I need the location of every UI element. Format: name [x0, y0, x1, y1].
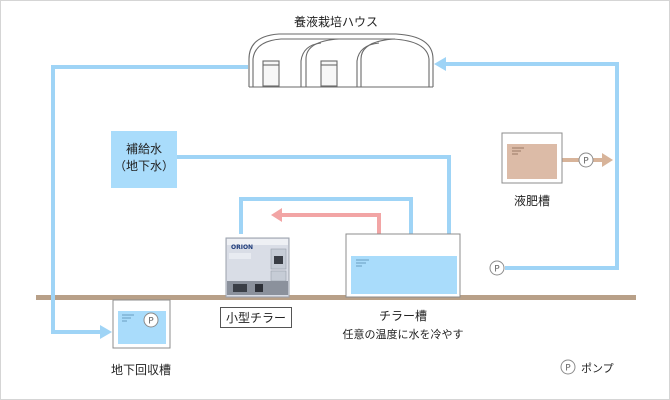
recovery-tank: [112, 299, 171, 349]
pump-icon-recovery-letter: P: [148, 317, 154, 327]
pump-icon-chiller-tank: P: [489, 260, 505, 276]
greenhouse-icon: [248, 33, 434, 88]
legend-pump-icon: P: [560, 359, 576, 375]
supply-water-line2: （地下水）: [113, 159, 174, 173]
supply-water-line1: 補給水: [125, 142, 162, 156]
ground-line: [36, 295, 636, 300]
supply-pipe-right: [442, 62, 619, 270]
chiller-unit: [225, 237, 290, 298]
water-pipes: [51, 62, 619, 334]
chiller-tank: [345, 233, 461, 298]
fertilizer-tank: [501, 132, 563, 184]
return-pipe-left: [51, 65, 248, 334]
chiller-feed-pipe: [239, 197, 413, 249]
makeup-water-pipe: [177, 155, 451, 248]
chiller-brand: ORION: [231, 244, 253, 251]
pump-icon-chiller-tank-letter: P: [494, 265, 500, 275]
chiller-label: 小型チラー: [220, 307, 293, 328]
legend-pump-label: ポンプ: [581, 362, 614, 375]
chiller-tank-label: チラー槽: [378, 309, 427, 323]
chiller-tank-caption: 任意の温度に水を冷やす: [342, 328, 464, 341]
pump-icon-fertilizer: P: [578, 152, 594, 168]
pump-icon-fertilizer-letter: P: [583, 157, 589, 167]
recovery-tank-label: 地下回収槽: [110, 363, 171, 377]
supply-water-label: 補給水 （地下水）: [111, 141, 177, 175]
supply-water-box: [111, 131, 177, 188]
legend-pump-letter: P: [565, 364, 571, 374]
greenhouse-title: 養液栽培ハウス: [293, 15, 378, 29]
fertilizer-tank-label: 液肥槽: [513, 194, 550, 208]
pump-icon-recovery-tank: P: [143, 312, 159, 328]
